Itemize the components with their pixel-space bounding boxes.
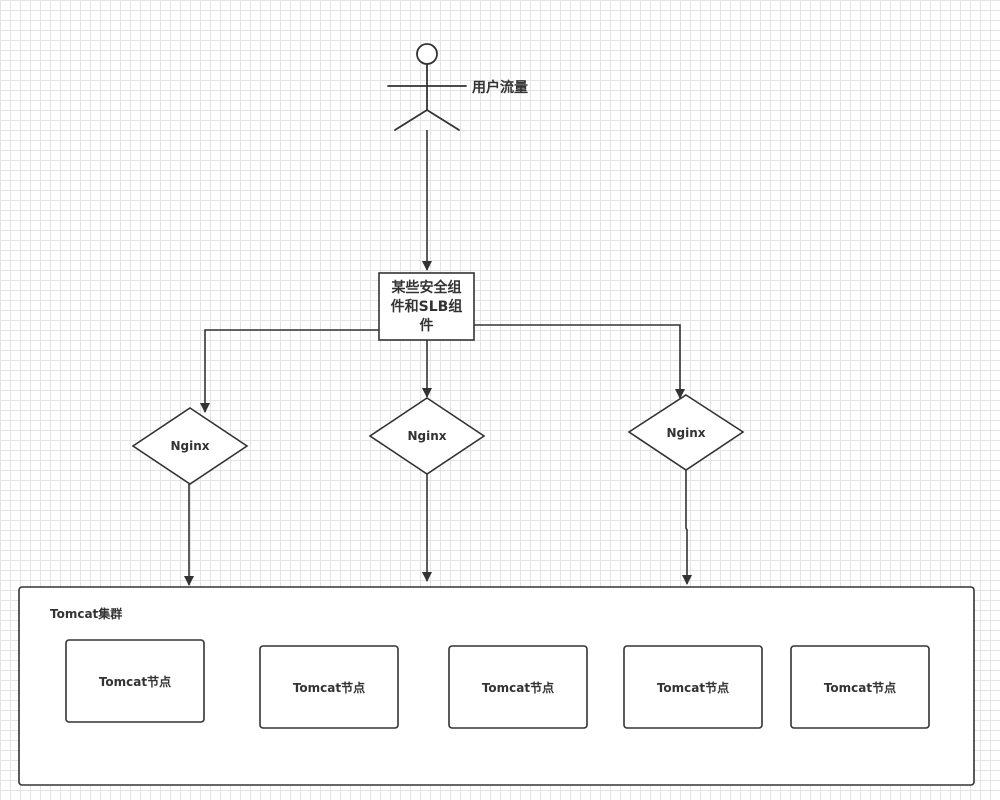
tomcat-node-box [448,645,588,729]
tomcat-node-label: Tomcat节点 [99,674,171,689]
nginx-node-3: Nginx [627,394,745,471]
security-slb-box [378,272,475,341]
connectors [184,130,692,586]
edge-gateway-to-nginx-3 [474,324,685,399]
security-slb-label-line-2: 件和SLB组 [391,298,463,315]
tomcat-node-1: Tomcat节点 [65,639,205,723]
user-actor-icon [387,43,467,131]
actor-left-leg [394,109,428,131]
tomcat-node-3: Tomcat节点 [448,645,588,729]
nginx-label: Nginx [407,429,446,443]
nginx-node-2: Nginx [368,397,486,475]
nginx-diamond [627,394,745,471]
tomcat-node-box [790,645,930,729]
tomcat-node-label: Tomcat节点 [293,680,365,695]
nginx-label: Nginx [170,439,209,453]
nginx-node-1: Nginx [131,407,249,485]
security-slb-label-line-3: 件 [420,317,434,334]
tomcat-cluster-label: Tomcat集群 [50,606,122,621]
security-slb-node: 某些安全组 件和SLB组 件 [378,272,475,341]
tomcat-node-label: Tomcat节点 [824,680,896,695]
edge-nginx-3-to-cluster [682,470,692,585]
actor-right-leg [426,109,460,131]
tomcat-node-box [259,645,399,729]
tomcat-node-label: Tomcat节点 [657,680,729,695]
nginx-diamond [131,407,249,485]
nginx-diamond [368,397,486,475]
tomcat-node-box [623,645,763,729]
nginx-label: Nginx [666,426,705,440]
tomcat-node-box [65,639,205,723]
tomcat-node-label: Tomcat节点 [482,680,554,695]
user-traffic-label: 用户流量 [472,79,528,96]
tomcat-node-4: Tomcat节点 [623,645,763,729]
actor-head [416,43,438,65]
tomcat-node-2: Tomcat节点 [259,645,399,729]
security-slb-label-line-1: 某些安全组 [392,279,462,296]
tomcat-cluster: Tomcat集群 Tomcat节点 Tomcat节点 Tomcat节点 Tomc… [18,586,975,786]
tomcat-node-5: Tomcat节点 [790,645,930,729]
edge-gateway-to-nginx-1 [200,329,379,413]
